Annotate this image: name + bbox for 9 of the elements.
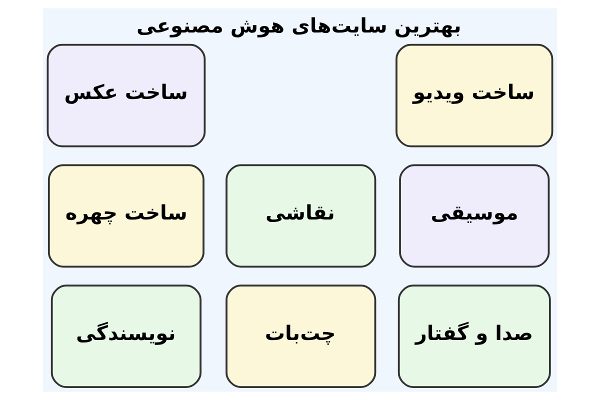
node-box: موسیقی (399, 164, 550, 268)
node-box: ساخت عکس (46, 44, 206, 148)
node-box: نقاشی (226, 164, 376, 268)
node-box: ساخت چهره (48, 164, 204, 268)
node-box: چت‌بات (226, 284, 376, 388)
diagram-title: بهترین سایت‌های هوش مصنوعی (136, 14, 462, 38)
node-box: نویسندگی (50, 284, 202, 388)
node-box: ساخت ویدیو (396, 44, 554, 148)
node-box: صدا و گفتار (398, 284, 551, 388)
